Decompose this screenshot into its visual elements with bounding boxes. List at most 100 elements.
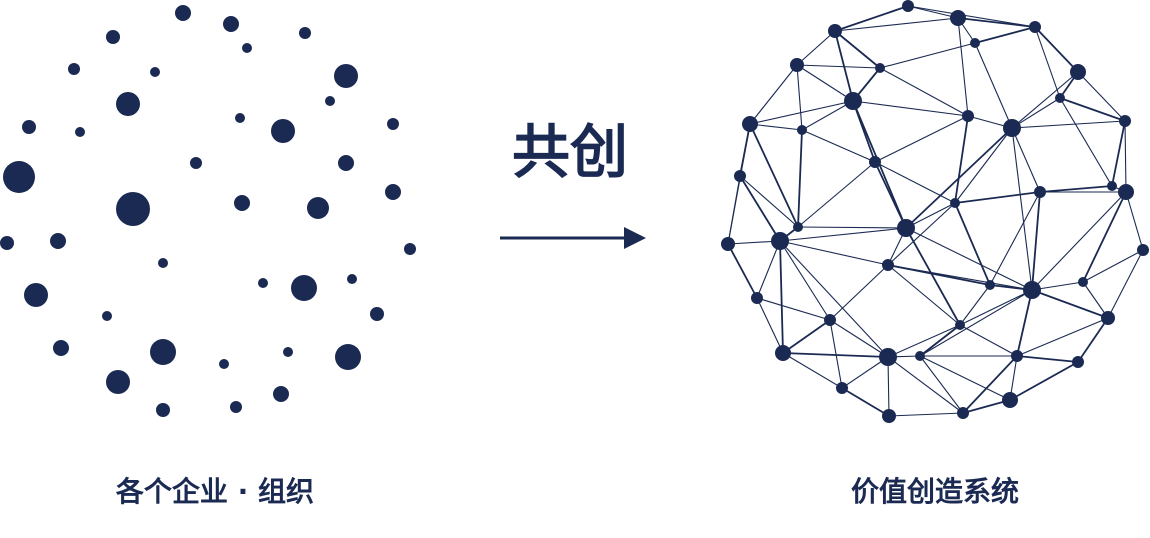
network-node — [1137, 244, 1149, 256]
scatter-dot — [404, 243, 416, 255]
network-node — [793, 222, 803, 232]
network-edge — [1111, 120, 1126, 187]
network-edge — [974, 42, 1013, 129]
network-edge — [959, 324, 1018, 357]
network-edge — [907, 5, 1036, 28]
network-edge — [796, 64, 803, 131]
network-node — [957, 407, 969, 419]
scatter-dot — [271, 119, 295, 143]
scatter-dot — [53, 340, 69, 356]
network-edges-group — [727, 5, 1144, 417]
network-edge — [782, 352, 843, 389]
scattered-dots-group — [0, 5, 416, 417]
network-edge — [919, 355, 964, 414]
network-edge — [959, 289, 1033, 326]
scatter-dot — [68, 63, 80, 75]
network-node — [1101, 311, 1115, 325]
network-edge — [801, 129, 876, 163]
network-edge — [1009, 361, 1079, 401]
network-node — [950, 10, 966, 26]
network-edge — [957, 17, 1036, 28]
network-edge — [1034, 26, 1079, 73]
scatter-dot — [370, 307, 384, 321]
scatter-dot — [106, 370, 130, 394]
network-edge — [1082, 281, 1109, 319]
network-node — [771, 232, 789, 250]
network-edge — [887, 202, 956, 266]
network-edge — [919, 324, 961, 357]
scatter-dot — [335, 344, 361, 370]
network-node — [970, 38, 980, 48]
network-edge — [887, 324, 961, 358]
network-node — [1029, 21, 1041, 33]
network-edge — [834, 17, 959, 32]
network-edge — [749, 123, 803, 131]
network-edge — [907, 5, 959, 19]
network-edge — [905, 202, 956, 229]
network-edge — [1059, 97, 1113, 187]
network-node — [790, 58, 804, 72]
scatter-dot — [230, 401, 242, 413]
scatter-dot — [75, 127, 85, 137]
network-edge — [1011, 71, 1079, 129]
network-node — [721, 237, 735, 251]
left-caption: 各个企业 · 组织 — [115, 475, 315, 508]
network-node — [875, 63, 885, 73]
network-edge — [727, 175, 741, 245]
network-node — [1003, 119, 1021, 137]
network-edge — [1011, 97, 1061, 129]
network-edge — [796, 30, 836, 66]
network-edge — [756, 240, 781, 299]
network-edge — [1077, 317, 1109, 363]
scatter-dot — [24, 283, 48, 307]
network-edge — [887, 264, 961, 326]
network-edge — [962, 355, 1018, 414]
network-edge — [974, 26, 1036, 44]
network-edge — [919, 355, 1011, 401]
network-node — [1055, 93, 1065, 103]
network-edge — [749, 64, 798, 125]
network-edge — [779, 240, 889, 358]
network-edge — [905, 127, 1013, 229]
network-edge — [874, 161, 956, 204]
network-edge — [874, 115, 969, 163]
network-node — [869, 156, 881, 168]
scatter-dot — [150, 339, 176, 365]
network-edge — [829, 264, 889, 321]
network-edge — [779, 227, 907, 242]
network-edge — [797, 161, 876, 228]
scatter-dot — [334, 64, 358, 88]
network-edge — [834, 5, 909, 32]
scatter-dot — [116, 92, 140, 116]
network-node — [902, 0, 914, 12]
scatter-dot — [325, 96, 335, 106]
network-edge — [782, 352, 889, 358]
network-node — [775, 345, 791, 361]
network-node — [797, 125, 807, 135]
network-edge — [919, 289, 1033, 357]
network-node — [824, 314, 836, 326]
network-node — [882, 409, 896, 423]
network-node — [1011, 350, 1023, 362]
scatter-dot — [158, 258, 168, 268]
network-node — [828, 24, 842, 38]
network-node — [1070, 64, 1086, 80]
scatter-dot — [175, 5, 191, 21]
network-edge — [1034, 26, 1061, 99]
network-edge — [954, 191, 1041, 204]
scatter-dot — [235, 113, 245, 123]
network-edge — [879, 67, 969, 117]
scatter-dot — [283, 347, 293, 357]
network-node — [1002, 392, 1018, 408]
network-edge — [829, 319, 889, 358]
network-edge — [779, 240, 784, 354]
network-edge — [954, 115, 969, 204]
network-node — [1078, 277, 1088, 287]
network-edge — [1011, 127, 1033, 291]
scatter-dot — [50, 233, 66, 249]
network-node — [879, 348, 897, 366]
arrow-head — [624, 227, 646, 249]
network-edge — [905, 227, 961, 326]
right-caption: 价值创造系统 — [850, 475, 1019, 508]
network-edge — [779, 240, 889, 266]
